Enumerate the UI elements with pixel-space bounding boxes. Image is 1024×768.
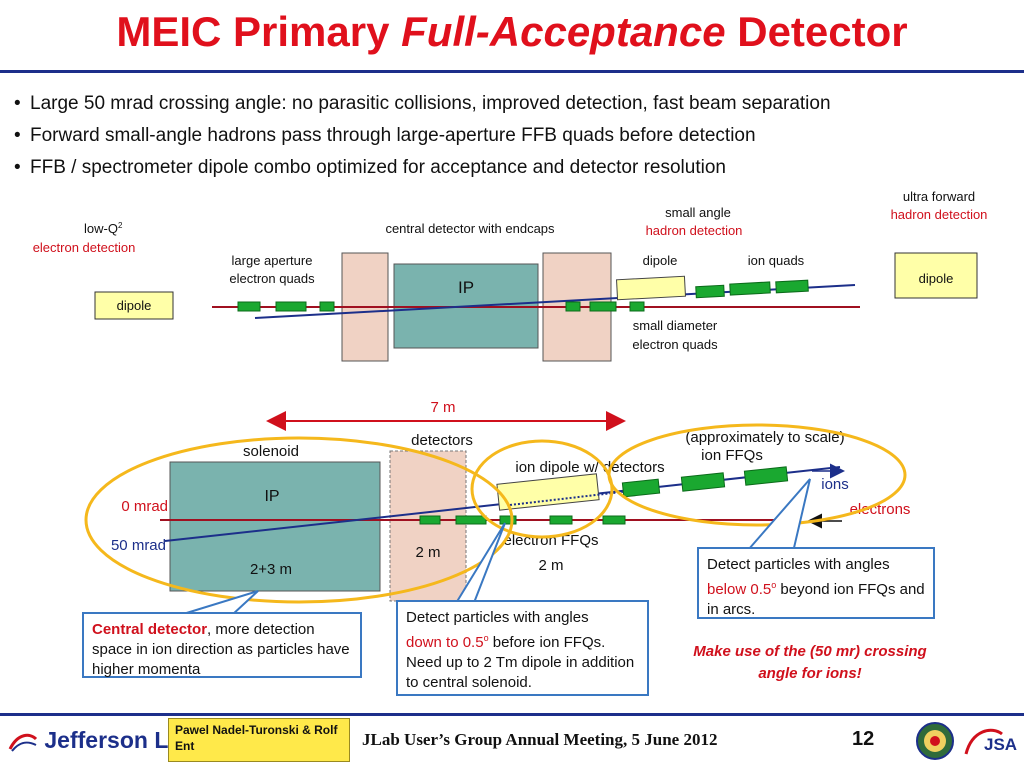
- authors-box: Pawel Nadel-Turonski & Rolf Ent: [168, 718, 350, 762]
- solenoid-ip-detector: [169, 461, 381, 592]
- small-diameter-label: small diameter: [633, 318, 718, 333]
- ions-label: ions: [821, 476, 849, 493]
- electron-quad: [629, 301, 645, 312]
- callout-ion-ffqs: Detect particles with angles below 0.5o …: [697, 547, 935, 619]
- ultra-forward-label: ultra forward: [903, 189, 975, 204]
- callout-central-detector: Central detector, more detection space i…: [82, 612, 362, 678]
- detectors-label: detectors: [411, 432, 473, 449]
- bullet-list: •Large 50 mrad crossing angle: no parasi…: [14, 88, 831, 184]
- title-divider: [0, 70, 1024, 73]
- electron-quad: [237, 301, 261, 312]
- dipole-right-label: dipole: [919, 271, 954, 286]
- lowq-label: low-Q2: [84, 221, 123, 236]
- central-detector-label: central detector with endcaps: [385, 221, 555, 236]
- dipole-region-ellipse: [470, 439, 614, 539]
- ion-dipole: [496, 473, 600, 511]
- bullet-item: •Forward small-angle hadrons pass throug…: [14, 125, 756, 146]
- dipole-right: [894, 252, 978, 299]
- footer-divider: [0, 713, 1024, 716]
- doe-seal-icon: [916, 722, 954, 760]
- electron-ffq: [499, 515, 517, 525]
- ip-label-bottom: IP: [264, 488, 279, 505]
- two-m-label-b: 2 m: [538, 557, 563, 574]
- top-layout-diagram: low-Q2 electron detection dipole large a…: [33, 189, 988, 362]
- two-m-label-a: 2 m: [415, 544, 440, 561]
- large-aperture-label-2: electron quads: [229, 271, 315, 286]
- electron-quad: [589, 301, 617, 312]
- dipole-left: [94, 291, 174, 320]
- seven-m-label: 7 m: [430, 399, 455, 416]
- page-title: MEIC Primary Full-Acceptance Detector: [116, 8, 908, 55]
- ion-ffqs-label: ion FFQs: [701, 447, 763, 464]
- small-angle-label: small angle: [665, 205, 731, 220]
- bullet-item: •Large 50 mrad crossing angle: no parasi…: [14, 93, 831, 114]
- electrons-label: electrons: [850, 501, 911, 518]
- ion-quad: [775, 279, 809, 294]
- jlab-swoosh-icon: [8, 733, 38, 752]
- crossing-angle-note: Make use of the (50 mr) crossing angle f…: [693, 643, 927, 682]
- dipole-mid-label: dipole: [643, 253, 678, 268]
- endcap-detector: [389, 450, 467, 602]
- ion-dipole-track: [509, 490, 631, 506]
- ion-dipole-label: ion dipole w/ detectors: [515, 459, 664, 476]
- small-diameter-label-2: electron quads: [632, 337, 718, 352]
- ion-quad: [729, 281, 771, 296]
- ion-ffq: [680, 472, 726, 492]
- solenoid-label: solenoid: [243, 443, 299, 460]
- callout-ion-dipole: Detect particles with angles down to 0.5…: [396, 600, 649, 696]
- ion-quad: [695, 284, 725, 299]
- ion-quads-label: ion quads: [748, 253, 805, 268]
- bullet-item: •FFB / spectrometer dipole combo optimiz…: [14, 157, 726, 178]
- two-three-m-label: 2+3 m: [250, 561, 292, 578]
- small-angle-hadron-label: hadron detection: [646, 223, 743, 238]
- electron-ffq: [602, 515, 626, 525]
- electron-quad: [275, 301, 307, 312]
- ion-ffq: [743, 466, 789, 486]
- lowq-detection-label: electron detection: [33, 240, 136, 255]
- large-aperture-label: large aperture: [232, 253, 313, 268]
- electron-ffq: [549, 515, 573, 525]
- dipole-left-label: dipole: [117, 298, 152, 313]
- electron-quad: [319, 301, 335, 312]
- jsa-logo-icon: JSA: [964, 728, 1017, 755]
- electron-quad: [565, 301, 581, 312]
- central-region-ellipse: [84, 436, 514, 604]
- electron-ffq: [419, 515, 441, 525]
- ffq-region-ellipse: [607, 423, 907, 527]
- approx-scale-label: (approximately to scale): [685, 429, 844, 446]
- ip-label: IP: [458, 278, 474, 297]
- svg-text:JSA: JSA: [984, 735, 1017, 754]
- ion-ffq: [621, 478, 661, 498]
- zero-mrad-label: 0 mrad: [121, 498, 168, 515]
- electron-ffq: [455, 515, 487, 525]
- meeting-label: JLab User’s Group Annual Meeting, 5 June…: [362, 730, 718, 749]
- dipole-mid: [615, 275, 687, 301]
- ultra-forward-hadron-label: hadron detection: [891, 207, 988, 222]
- fifty-mrad-label: 50 mrad: [111, 537, 166, 554]
- page-number: 12: [852, 728, 875, 750]
- bottom-layout-diagram: 7 m detectors solenoid (approximately to…: [84, 399, 911, 616]
